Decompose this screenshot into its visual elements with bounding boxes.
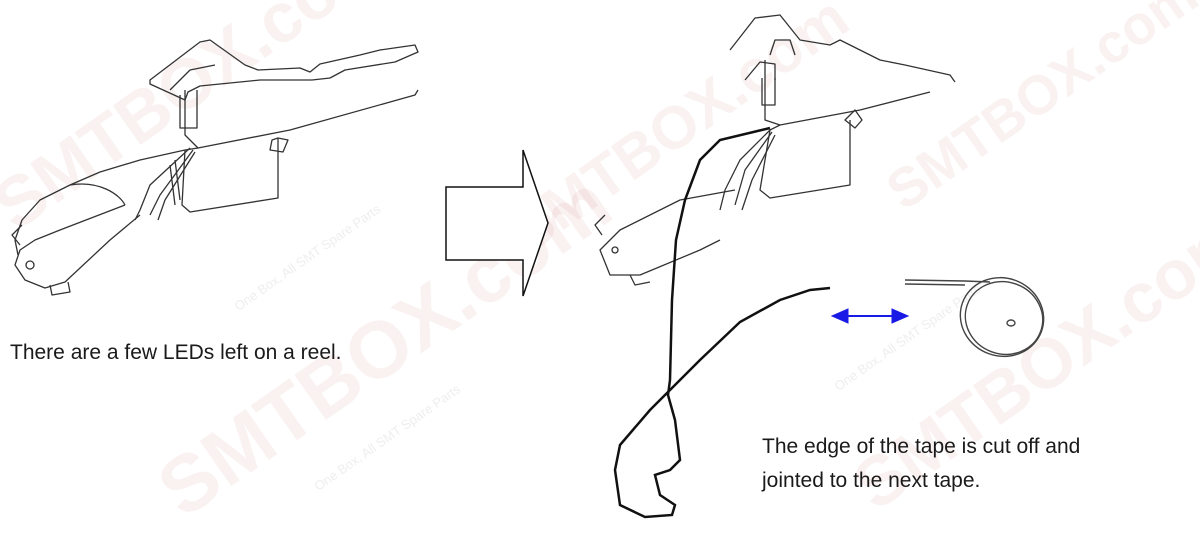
old-tape-line (613, 126, 831, 519)
new-reel-illustration (904, 276, 1045, 358)
left-caption: There are a few LEDs left on a reel. (10, 341, 342, 364)
right-feeder-illustration (594, 14, 956, 286)
hollow-right-arrow-icon (445, 149, 549, 297)
right-caption-line-1: The edge of the tape is cut off and (762, 435, 1081, 458)
left-feeder-illustration (11, 39, 419, 296)
double-headed-arrow-icon (830, 308, 910, 324)
right-caption-line-2: jointed to the next tape. (762, 469, 981, 492)
right-caption: The edge of the tape is cut off and join… (762, 430, 1194, 498)
